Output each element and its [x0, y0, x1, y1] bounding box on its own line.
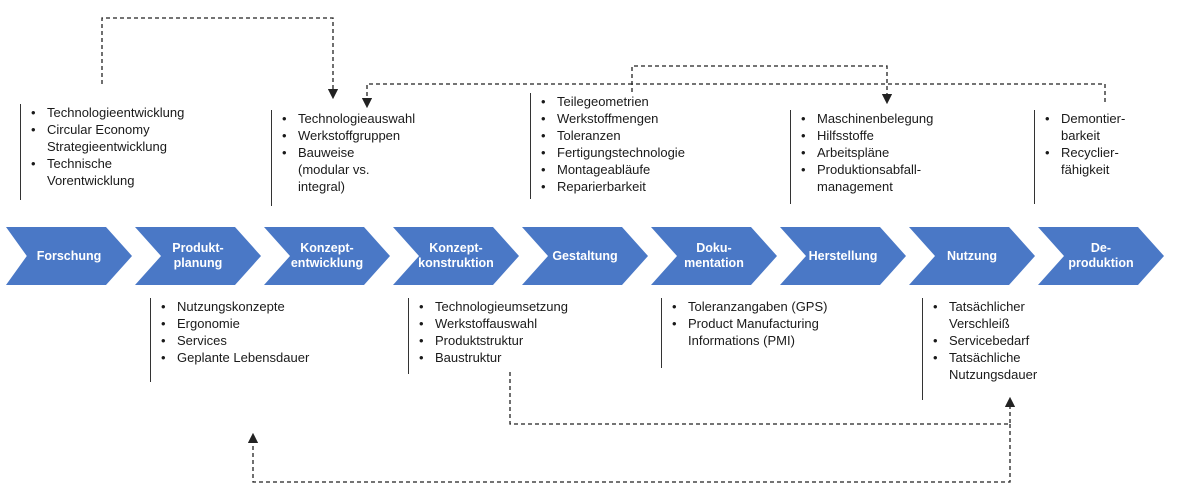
top-box-deproduktion: Demontier- barkeit Recyclier- fähigkeit	[1034, 110, 1165, 204]
connector-gestaltung-top	[631, 65, 893, 105]
list-item: Hilfsstoffe	[801, 127, 991, 144]
chevron-dokumentation	[651, 227, 777, 285]
chevron-deproduktion	[1038, 227, 1164, 285]
list-item: Fertigungstechnologie	[541, 144, 741, 161]
list-item: Arbeitspläne	[801, 144, 991, 161]
stage-label-produktplanung: Produkt- planung	[172, 241, 224, 270]
list-item: Technologieentwicklung	[31, 104, 241, 121]
list-item: Circular Economy Strategieentwicklung	[31, 121, 241, 155]
stage-label-herstellung: Herstellung	[808, 248, 878, 263]
list-item: Recyclier- fähigkeit	[1045, 144, 1165, 178]
list-item: Tatsächlicher Verschleiß	[933, 298, 1103, 332]
list-item: Geplante Lebensdauer	[161, 349, 371, 366]
list-item: Montageabläufe	[541, 161, 741, 178]
top-box-forschung: Technologieentwicklung Circular Economy …	[20, 104, 241, 200]
list-item: Produktstruktur	[419, 332, 619, 349]
chevron-forschung	[6, 227, 132, 285]
list-item: Toleranzangaben (GPS)	[672, 298, 872, 315]
list-item: Baustruktur	[419, 349, 619, 366]
list-item: Werkstoffauswahl	[419, 315, 619, 332]
stage-label-forschung: Forschung	[36, 248, 102, 263]
chevron-konzeptentwicklung	[264, 227, 390, 285]
list-item: Bauweise (modular vs. integral)	[282, 144, 462, 195]
stage-label-nutzung: Nutzung	[946, 248, 997, 263]
list-item: Produktionsabfall- management	[801, 161, 991, 195]
list-item: Toleranzen	[541, 127, 741, 144]
stage-label-gestaltung: Gestaltung	[552, 248, 618, 263]
bottom-box-nutzung: Tatsächlicher Verschleiß Servicebedarf T…	[922, 298, 1103, 400]
list-item: Technologieumsetzung	[419, 298, 619, 315]
list-item: Ergonomie	[161, 315, 371, 332]
top-box-herstellung: Maschinenbelegung Hilfsstoffe Arbeitsplä…	[790, 110, 991, 204]
chevron-nutzung	[909, 227, 1035, 285]
list-item: Teilegeometrien	[541, 93, 741, 110]
bottom-box-dokumentation: Toleranzangaben (GPS) Product Manufactur…	[661, 298, 872, 368]
list-item: Technische Vorentwicklung	[31, 155, 241, 189]
top-box-konzeptentwicklung: Technologieauswahl Werkstoffgruppen Bauw…	[271, 110, 462, 206]
list-item: Servicebedarf	[933, 332, 1103, 349]
chevron-gestaltung	[522, 227, 648, 285]
list-item: Nutzungskonzepte	[161, 298, 371, 315]
connector-konzeptkonstruktion-nutzung	[509, 372, 1016, 425]
chevron-konzeptkonstruktion	[393, 227, 519, 285]
list-item: Reparierbarkeit	[541, 178, 741, 195]
bottom-box-produktplanung: Nutzungskonzepte Ergonomie Services Gepl…	[150, 298, 371, 382]
list-item: Product Manufacturing Informations (PMI)	[672, 315, 872, 349]
stage-label-konzeptkonstruktion: Konzept- konstruktion	[418, 241, 494, 270]
connector-deproduktion	[632, 83, 1106, 102]
list-item: Werkstoffmengen	[541, 110, 741, 127]
list-item: Maschinenbelegung	[801, 110, 991, 127]
list-item: Demontier- barkeit	[1045, 110, 1165, 144]
stage-label-konzeptentwicklung: Konzept- entwicklung	[290, 241, 364, 270]
connector-nutzung-produktplanung	[247, 424, 1011, 483]
chevron-produktplanung	[135, 227, 261, 285]
chevron-herstellung	[780, 227, 906, 285]
top-box-gestaltung: Teilegeometrien Werkstoffmengen Toleranz…	[530, 93, 741, 199]
list-item: Services	[161, 332, 371, 349]
bottom-box-konzeptkonstruktion: Technologieumsetzung Werkstoffauswahl Pr…	[408, 298, 619, 374]
list-item: Tatsächliche Nutzungsdauer	[933, 349, 1103, 383]
stage-label-dokumentation: Doku- mentation	[684, 241, 744, 270]
list-item: Werkstoffgruppen	[282, 127, 462, 144]
stage-label-deproduktion: De- produktion	[1068, 241, 1134, 270]
list-item: Technologieauswahl	[282, 110, 462, 127]
